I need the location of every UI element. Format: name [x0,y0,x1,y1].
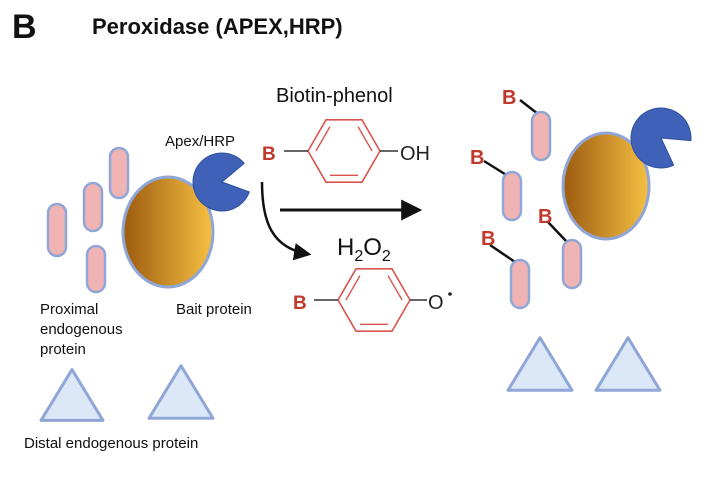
reaction-arrow-curved [260,181,312,261]
biotin-tag-label: B [293,293,307,314]
enzyme-apex-hrp-shape [192,152,250,212]
distal-protein-triangle [147,364,215,420]
biotin-tag-label: B [470,147,484,169]
distal-protein-triangle [39,368,105,422]
proximal-protein-pill [46,202,68,258]
radical-dot [448,292,452,296]
biotin-tag-label: B [481,228,495,250]
biotinylated-protein-pill [561,238,583,290]
bait-protein-ellipse [561,131,651,241]
biotin-tag-label: B [538,206,552,228]
biotin-link-line [489,243,516,264]
biotinylated-protein-pill [501,170,523,222]
panel-title: Peroxidase (APEX,HRP) [92,14,343,39]
biotinylated-protein-pill [509,258,531,310]
proximal-protein-pill [82,181,104,233]
enzyme-apex-hrp-shape [630,107,692,169]
biotin-tag-label: B [502,87,516,109]
panel-letter: B [12,8,37,46]
distal-protein-triangle [594,336,662,392]
biotin-phenol-ring-bond-1 [315,126,331,152]
bait-protein-ellipse [121,175,215,289]
biotinylated-protein-pill [530,110,552,162]
phenoxyl-radical-ring-bond-2 [387,275,403,301]
proximal-protein-label: Proximal endogenous protein [40,301,123,358]
biotin-phenol-ring-bond-2 [357,126,373,152]
proximal-protein-pill [108,146,130,200]
enzyme-label: Apex/HRP [165,133,236,150]
reagent-label: Biotin-phenol [276,85,393,107]
proximal-protein-pill [85,244,107,294]
phenoxyl-radical-ring [337,268,411,332]
distal-protein-label: Distal endogenous protein [24,435,199,452]
biotin-link-line [483,159,509,178]
bait-protein-label: Bait protein [176,301,252,318]
distal-protein-triangle [506,336,574,392]
radical-oxygen-label: O [428,292,444,314]
biotin-phenol-ring [307,119,381,183]
biotin-link-line [547,221,568,243]
biotin-tag-label: B [262,144,276,165]
phenoxyl-radical-ring-bond-1 [345,275,361,301]
biotin-link-line [519,99,539,115]
oxidant-label: H2O2 [337,234,391,265]
hydroxyl-group-label: OH [400,143,430,165]
